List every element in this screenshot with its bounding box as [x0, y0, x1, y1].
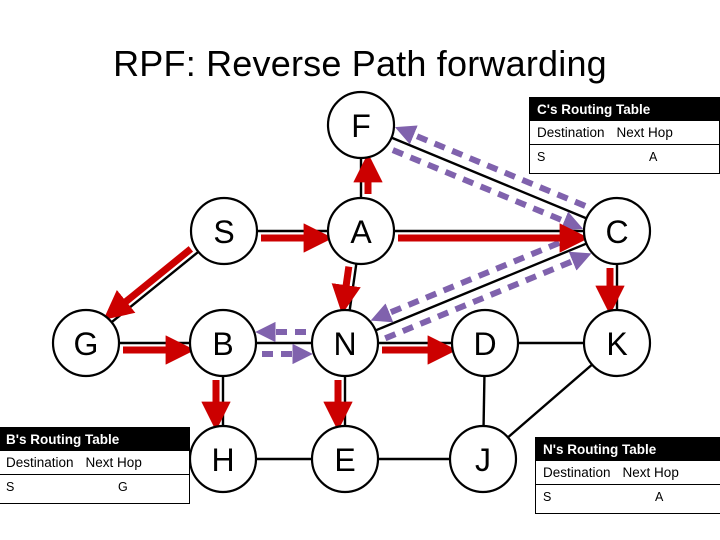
purple-flow-c-to-n [370, 232, 578, 323]
node-d: D [450, 308, 520, 378]
node-a-circle [326, 196, 396, 266]
node-b-circle [188, 308, 258, 378]
node-a-label: A [350, 214, 372, 250]
node-h-label: H [211, 442, 234, 478]
node-j: J [448, 424, 518, 494]
node-f-label: F [351, 108, 371, 144]
column-header-destination: Destination [543, 465, 611, 480]
purple-flow-n-to-c [384, 251, 592, 342]
table-row: S G [0, 475, 189, 503]
routing-table-c: C's Routing Table Destination Next Hop S… [529, 97, 720, 174]
column-header-next-hop: Next Hop [616, 125, 673, 140]
graph-nodes: F S A C G B N D K H E J [51, 90, 652, 494]
page-title: RPF: Reverse Path forwarding [113, 43, 607, 84]
node-n-circle [310, 308, 380, 378]
cell-next-hop: G [118, 480, 128, 494]
cell-destination: S [6, 480, 15, 494]
node-n-label: N [333, 326, 356, 362]
edge-d-j [482, 375, 486, 427]
routing-table-b: B's Routing Table Destination Next Hop S… [0, 427, 190, 504]
node-k-label: K [606, 326, 627, 362]
node-c: C [582, 196, 652, 266]
purple-flow-f-to-c [391, 147, 584, 231]
node-j-circle [448, 424, 518, 494]
node-b-label: B [212, 326, 233, 362]
node-k-circle [582, 308, 652, 378]
node-c-label: C [605, 214, 628, 250]
routing-table-n-header-row: Destination Next Hop [536, 461, 720, 485]
cell-next-hop: A [649, 150, 658, 164]
node-h: H [188, 424, 258, 494]
routing-table-n: N's Routing Table Destination Next Hop S… [535, 437, 720, 514]
cell-next-hop: A [655, 490, 664, 504]
node-s-circle [189, 196, 259, 266]
node-f-circle [326, 90, 396, 160]
node-j-label: J [475, 442, 491, 478]
red-flow-a-to-n [331, 266, 361, 315]
edge-k-j [507, 363, 593, 439]
table-row: S A [536, 485, 720, 513]
node-h-circle [188, 424, 258, 494]
routing-table-b-title: B's Routing Table [0, 428, 189, 451]
routing-table-c-title: C's Routing Table [530, 98, 719, 121]
node-e-label: E [334, 442, 355, 478]
node-g-circle [51, 308, 121, 378]
node-s-label: S [213, 214, 234, 250]
routing-table-c-header-row: Destination Next Hop [530, 121, 719, 145]
routing-table-n-title: N's Routing Table [536, 438, 720, 461]
purple-dashed-flow-arrows [255, 125, 592, 365]
column-header-destination: Destination [537, 125, 605, 140]
column-header-next-hop: Next Hop [622, 465, 679, 480]
column-header-next-hop: Next Hop [85, 455, 142, 470]
edge-c-n [375, 242, 587, 332]
purple-flow-c-to-f [394, 125, 587, 209]
node-c-circle [582, 196, 652, 266]
node-e-circle [310, 424, 380, 494]
node-d-label: D [473, 326, 496, 362]
cell-destination: S [537, 150, 546, 164]
edge-s-g [110, 250, 200, 324]
node-b: B [188, 308, 258, 378]
red-flow-s-to-g [103, 246, 194, 320]
cell-destination: S [543, 490, 552, 504]
node-k: K [582, 308, 652, 378]
red-flow-arrows [103, 153, 625, 431]
column-header-destination: Destination [6, 455, 74, 470]
node-n: N [310, 308, 380, 378]
node-e: E [310, 424, 380, 494]
node-g: G [51, 308, 121, 378]
node-a: A [326, 196, 396, 266]
node-s: S [189, 196, 259, 266]
node-d-circle [450, 308, 520, 378]
node-f: F [326, 90, 396, 160]
node-g-label: G [74, 326, 99, 362]
edge-f-c [391, 136, 587, 220]
routing-table-b-header-row: Destination Next Hop [0, 451, 189, 475]
table-row: S A [530, 145, 719, 173]
